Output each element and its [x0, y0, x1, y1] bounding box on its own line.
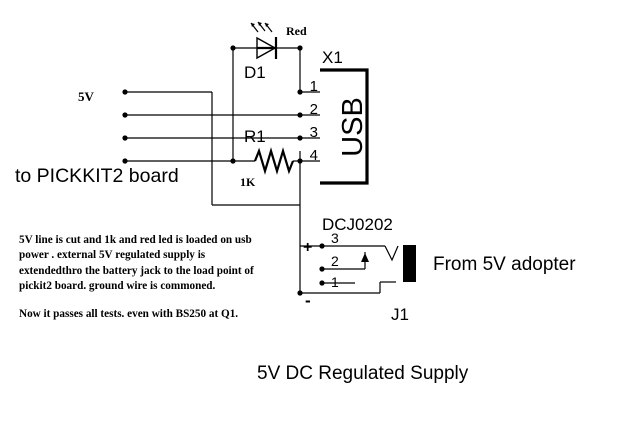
- led-d1: [230, 21, 303, 161]
- note-paragraph: 5V line is cut and 1k and red led is loa…: [19, 234, 254, 292]
- jack-pin-dot: [319, 243, 325, 249]
- board-terminals: [122, 89, 128, 164]
- adapter-label: From 5V adopter: [433, 254, 576, 275]
- jack-switch-arrow: [361, 253, 369, 262]
- jack-pin-label: 3: [331, 230, 339, 246]
- usb-pin-label: 3: [310, 124, 318, 141]
- terminal-dot: [122, 112, 128, 118]
- usb-pin-label: 4: [310, 147, 318, 164]
- jack-plus-label: +: [303, 239, 312, 256]
- jack-plug: [403, 245, 416, 282]
- jack-pin-label: 1: [331, 274, 339, 290]
- terminal-dot: [122, 135, 128, 141]
- jack-pin-dot: [319, 280, 325, 286]
- led-color-label: Red: [286, 24, 307, 38]
- pin-dot: [297, 135, 303, 141]
- usb-housing: [320, 68, 369, 185]
- jack-ref-label: J1: [391, 305, 409, 324]
- resistor-value-label: 1K: [240, 175, 256, 189]
- jack-part-label: DCJ0202: [322, 215, 393, 234]
- note-paragraph: Now it passes all tests. even with BS250…: [19, 308, 239, 321]
- dc-jack-j1: 3 2 1 + -: [297, 230, 416, 310]
- jack-minus-label: -: [305, 291, 311, 310]
- board-wires: [125, 91, 300, 206]
- pin-dot: [297, 89, 303, 95]
- terminal-dot: [122, 158, 128, 164]
- supply-5v-label: 5V: [78, 89, 95, 104]
- jack-spring-contact: [384, 245, 399, 262]
- led-ref-label: D1: [244, 63, 266, 82]
- led-light-rays: [250, 21, 273, 33]
- jack-pin-label: 2: [331, 253, 339, 269]
- usb-label: USB: [337, 97, 369, 157]
- terminal-dot: [122, 89, 128, 95]
- usb-pin-label: 2: [310, 101, 318, 118]
- caption: 5V DC Regulated Supply: [257, 363, 469, 384]
- pin-dot: [297, 112, 303, 118]
- usb-ref-label: X1: [322, 48, 343, 67]
- resistor-ref-label: R1: [244, 127, 266, 146]
- pin-dot: [297, 158, 303, 164]
- explanation-note: 5V line is cut and 1k and red led is loa…: [19, 233, 269, 335]
- usb-connector-x1: 1 2 3 4 USB: [297, 68, 369, 185]
- usb-pin-label: 1: [310, 78, 318, 95]
- jack-pin-dot: [319, 266, 325, 272]
- board-label: to PICKKIT2 board: [15, 165, 179, 187]
- resistor-zigzag: [253, 147, 295, 175]
